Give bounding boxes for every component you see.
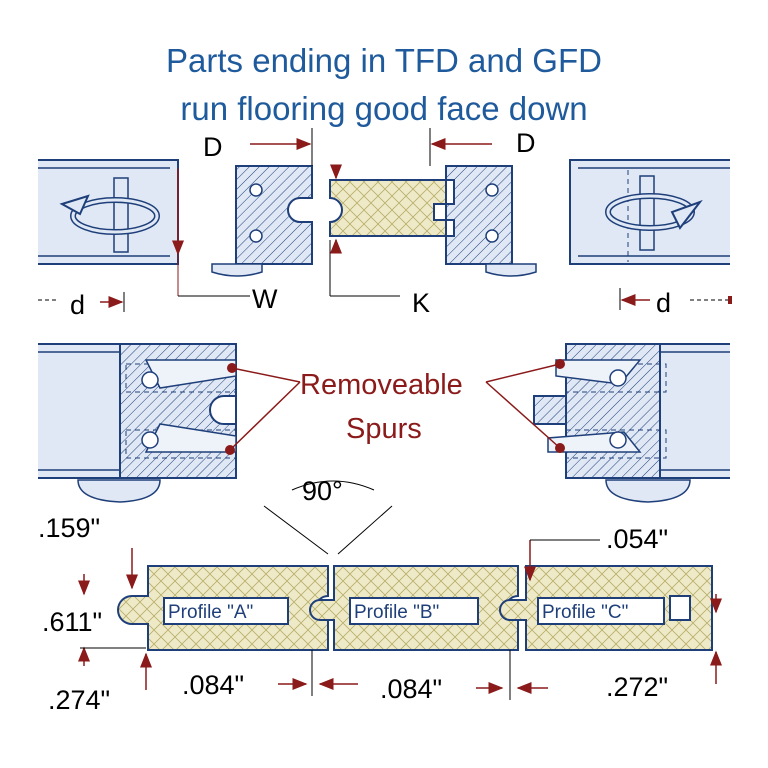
label-d-left: d [70,290,85,320]
title-line-1: Parts ending in TFD and GFD [166,42,602,79]
profile-a-label: Profile "A" [168,602,253,623]
label-d-right: d [656,288,671,318]
label-D-left: D [203,132,223,162]
dim-bottom-right: .272" [606,672,668,702]
rotation-arrow-icon-left [59,177,160,253]
callout-line-2: Spurs [346,413,422,445]
dim-bottom-left: .274" [48,685,110,715]
left-nut [211,263,263,277]
right-nut [485,263,537,277]
dim-gap-left: .084" [182,670,244,700]
left-head-nut [77,479,161,503]
top-view [38,128,732,312]
right-cutter-block [445,165,513,265]
label-K: K [412,288,430,318]
bottom-view [78,480,722,700]
flooring-piece [329,179,447,237]
label-W: W [252,284,278,314]
rotation-arrow-icon-right [605,175,703,251]
left-cutter-block [235,165,313,265]
dim-top-left: .159" [38,513,100,543]
angle-label: 90° [302,476,343,506]
middle-view [38,343,730,503]
dim-gap-right: .084" [380,674,442,704]
title-line-2: run flooring good face down [180,90,588,127]
callout-line-1: Removeable [300,369,463,401]
dim-mid-left: .611" [42,607,102,637]
label-D-right: D [516,128,536,158]
profile-b-label: Profile "B" [354,602,439,623]
profile-c-label: Profile "C" [542,602,628,623]
right-head-nut [605,479,691,503]
dim-top-right: .054" [606,524,668,554]
